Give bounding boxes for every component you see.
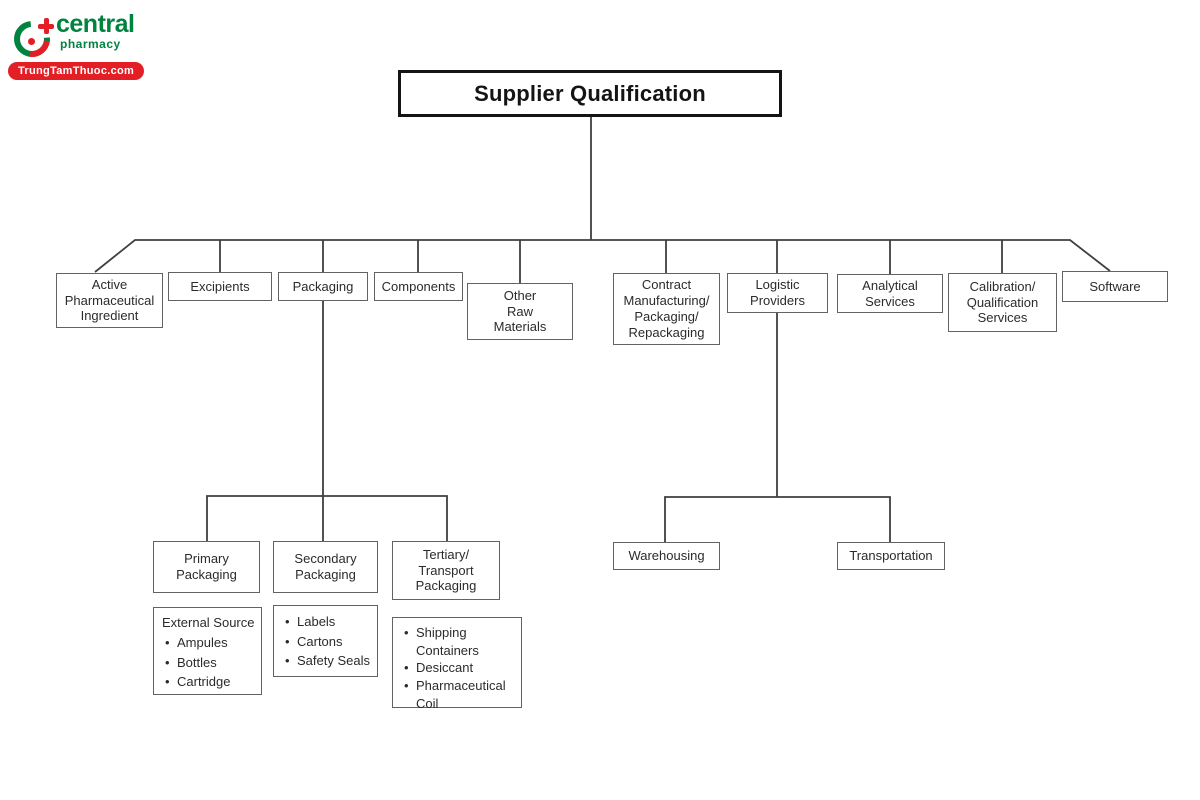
node-excipients: Excipients — [168, 272, 272, 301]
list-item: Bottles — [162, 653, 255, 673]
node-calibration-qualification-services: Calibration/ Qualification Services — [948, 273, 1057, 332]
logo-banner-text: TrungTamThuoc.com — [8, 62, 145, 80]
node-logistic-providers: Logistic Providers — [727, 273, 828, 313]
list-item: Desiccant — [401, 659, 515, 677]
node-active-pharmaceutical-ingredient: Active Pharmaceutical Ingredient — [56, 273, 163, 328]
node-secondary-packaging: Secondary Packaging — [273, 541, 378, 593]
external-source-header: External Source — [162, 615, 255, 630]
node-software: Software — [1062, 271, 1168, 302]
pharmacy-c-plus-icon — [6, 12, 58, 65]
node-analytical-services: Analytical Services — [837, 274, 943, 313]
list-item: Cartons — [282, 632, 371, 652]
list-item: Safety Seals — [282, 651, 371, 671]
list-item: Cartridge — [162, 672, 255, 692]
list-item: Labels — [282, 612, 371, 632]
central-pharmacy-logo: central pharmacy TrungTamThuoc.com — [6, 10, 158, 80]
node-warehousing: Warehousing — [613, 542, 720, 570]
node-packaging: Packaging — [278, 272, 368, 301]
detail-secondary-packaging-items: Labels Cartons Safety Seals — [273, 605, 378, 677]
detail-primary-packaging-external-source: External Source Ampules Bottles Cartridg… — [153, 607, 262, 695]
node-transportation: Transportation — [837, 542, 945, 570]
node-primary-packaging: Primary Packaging — [153, 541, 260, 593]
detail-tertiary-packaging-items: Shipping Containers Desiccant Pharmaceut… — [392, 617, 522, 711]
node-tertiary-transport-packaging: Tertiary/ Transport Packaging — [392, 541, 500, 600]
node-contract-manufacturing: Contract Manufacturing/ Packaging/ Repac… — [613, 273, 720, 345]
logo-tagline-text: pharmacy — [60, 37, 121, 51]
node-supplier-qualification: Supplier Qualification — [398, 70, 782, 117]
list-item: Ampules — [162, 633, 255, 653]
node-components: Components — [374, 272, 463, 301]
list-item: Pharmaceutical Coil — [401, 677, 515, 712]
logo-brand-text: central — [56, 10, 135, 38]
list-item: Shipping Containers — [401, 624, 515, 659]
node-other-raw-materials: Other Raw Materials — [467, 283, 573, 340]
